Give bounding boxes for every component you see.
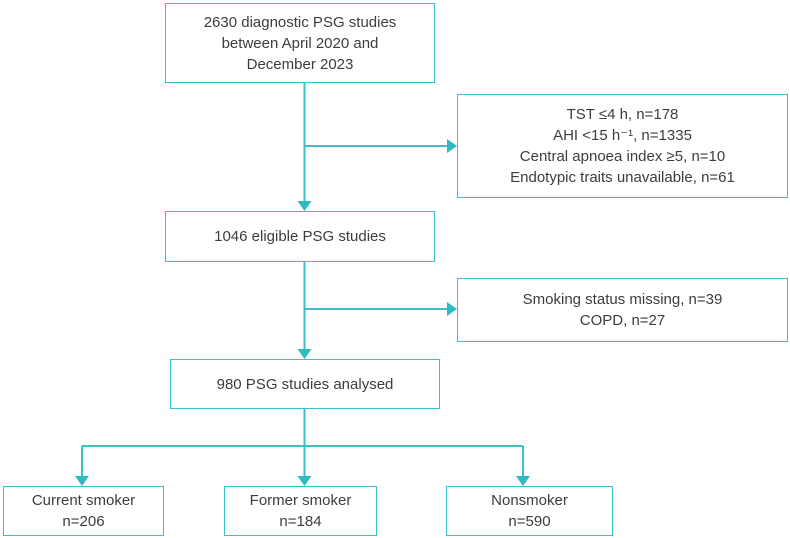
arrowhead-down-icon (297, 476, 312, 486)
arrowhead-right-icon (447, 302, 457, 316)
box-former-line: Former smoker (249, 492, 352, 509)
box-current-line: n=206 (62, 513, 105, 530)
box-total-line: 2630 diagnostic PSG studies (203, 13, 397, 31)
exclusion1-line: AHI <15 h⁻¹, n=1335 (553, 127, 692, 144)
box-exclusion-criteria-1: TST ≤4 h, n=178 AHI <15 h⁻¹, n=1335 Cent… (457, 94, 788, 198)
box-total-studies: 2630 diagnostic PSG studies between Apri… (165, 3, 435, 83)
box-eligible-line: 1046 eligible PSG studies (214, 228, 386, 245)
box-analysed-line: 980 PSG studies analysed (216, 375, 394, 393)
exclusion1-line: Central apnoea index ≥5, n=10 (519, 148, 726, 165)
exclusion1-line: TST ≤4 h, n=178 (566, 106, 679, 123)
exclusion1-line: Endotypic traits unavailable, n=61 (510, 169, 735, 186)
arrowhead-down-icon (297, 201, 312, 211)
arrowhead-right-icon (447, 139, 457, 153)
box-nonsmoker: Nonsmoker n=590 (446, 486, 613, 536)
arrowhead-down-icon (297, 349, 312, 359)
box-nonsmoker-line: Nonsmoker (491, 492, 568, 509)
box-nonsmoker-line: n=590 (508, 513, 551, 530)
box-current-line: Current smoker (31, 492, 136, 509)
box-current-smoker: Current smoker n=206 (3, 486, 164, 536)
box-former-line: n=184 (279, 513, 322, 530)
exclusion2-line: COPD, n=27 (579, 312, 666, 329)
box-exclusion-criteria-2: Smoking status missing, n=39 COPD, n=27 (457, 278, 788, 342)
arrowhead-down-icon (75, 476, 89, 486)
box-total-line: December 2023 (246, 55, 354, 73)
box-analysed-studies: 980 PSG studies analysed (170, 359, 440, 409)
box-total-line: between April 2020 and (221, 34, 379, 52)
exclusion2-line: Smoking status missing, n=39 (522, 291, 723, 308)
arrowhead-down-icon (516, 476, 530, 486)
box-former-smoker: Former smoker n=184 (224, 486, 377, 536)
box-eligible-studies: 1046 eligible PSG studies (165, 211, 435, 262)
